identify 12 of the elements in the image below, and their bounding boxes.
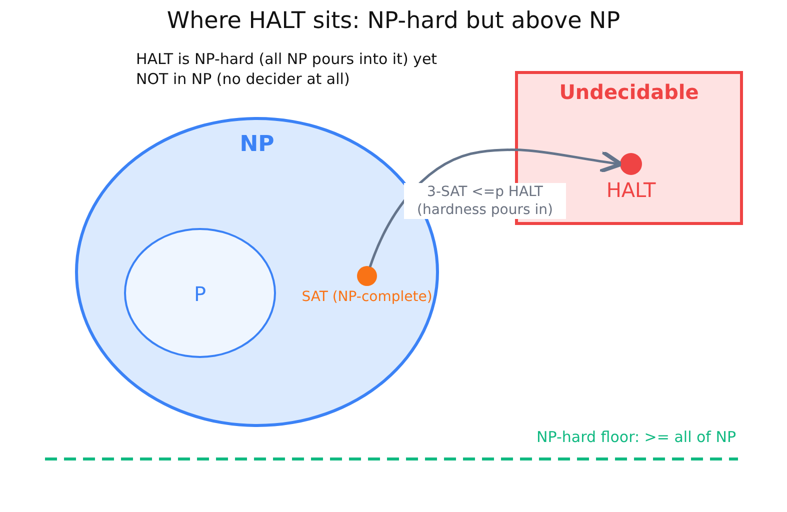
node-title: Undecidable (558, 80, 700, 104)
note: HALT is NP-hard (all NP pours into it) yet NOT in NP (no decider at all) (136, 49, 438, 89)
node-title: NP (238, 132, 276, 157)
node-title: P (192, 282, 208, 306)
point-label: SAT (NP-complete) (300, 288, 434, 306)
title: Where HALT sits: NP-hard but above NP (166, 8, 622, 34)
line-label: NP-hard floor: >= all of NP (536, 428, 736, 446)
arrow (368, 148, 623, 268)
edge-label: 3-SAT <=p HALT (hardness pours in) (404, 183, 566, 219)
point-label: HALT (605, 181, 657, 199)
point-marker (357, 266, 377, 286)
point-marker (620, 153, 642, 175)
